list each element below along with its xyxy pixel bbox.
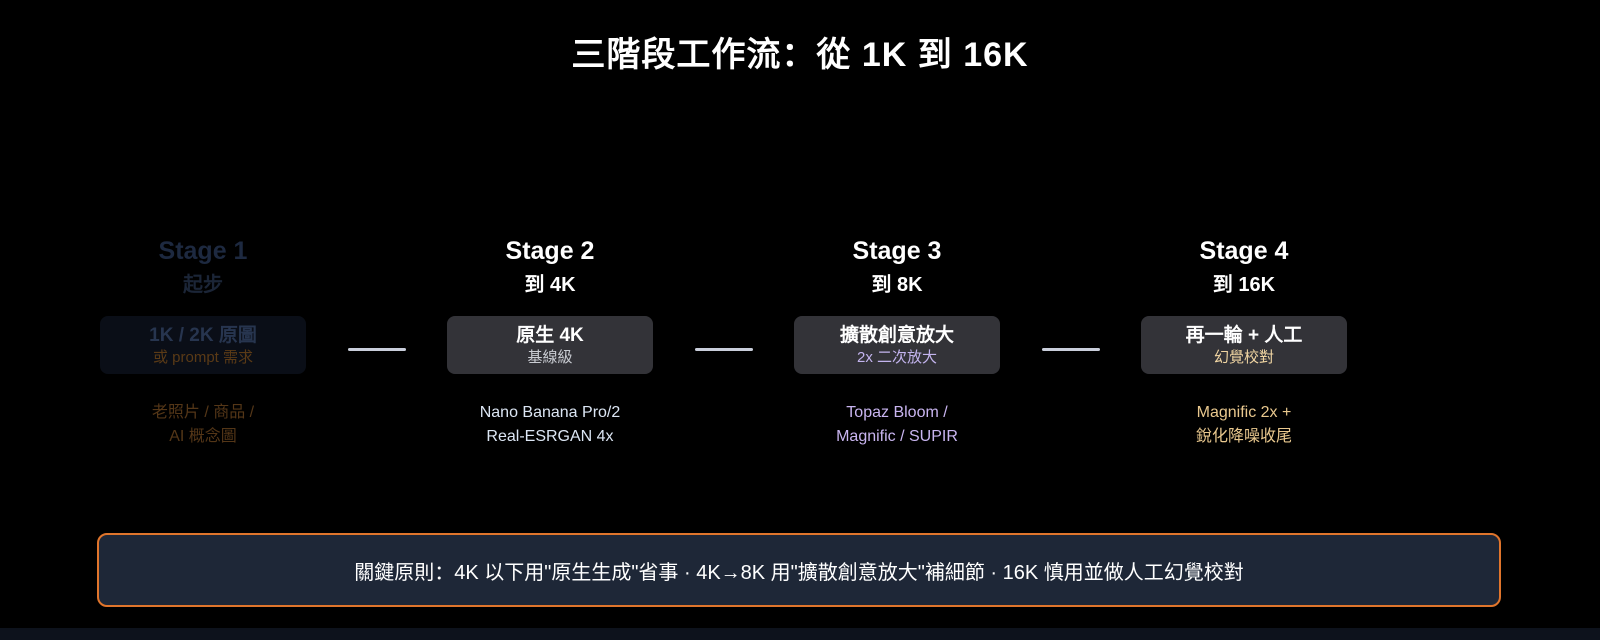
stage-2-tools: Nano Banana Pro/2 Real-ESRGAN 4x	[480, 401, 621, 449]
principle-banner: 關鍵原則：4K 以下用"原生生成"省事 · 4K→8K 用"擴散創意放大"補細節…	[97, 533, 1501, 607]
stage-3-subtitle: 到 8K	[871, 274, 923, 296]
stage-4-tools-line2: 銳化降噪收尾	[1195, 428, 1292, 445]
stage-3-tools-line2: Magnific / SUPIR	[836, 428, 958, 445]
connector-line	[347, 348, 406, 351]
stage-4-subtitle: 到 16K	[1212, 274, 1276, 296]
stage-1-tools-line2: AI 概念圖	[169, 428, 237, 445]
stage-1-box: 1K / 2K 原圖 或 prompt 需求	[100, 316, 306, 374]
bottom-strip	[0, 628, 1600, 640]
connector-line	[1041, 348, 1100, 351]
workflow-row: Stage 1 起步 1K / 2K 原圖 或 prompt 需求 老照片 / …	[100, 236, 1347, 449]
stage-4-tools-line1: Magnific 2x +	[1196, 404, 1292, 421]
stage-2-tools-line1: Nano Banana Pro/2	[479, 404, 621, 421]
stage-2-box: 原生 4K 基線級	[447, 316, 653, 374]
stage-2-column: Stage 2 到 4K 原生 4K 基線級 Nano Banana Pro/2…	[447, 236, 653, 449]
stage-1-tools: 老照片 / 商品 / AI 概念圖	[152, 401, 254, 449]
stage-3-box: 擴散創意放大 2x 二次放大	[794, 316, 1000, 374]
stage-2-box-line1: 原生 4K	[516, 324, 584, 346]
principle-text: 關鍵原則：4K 以下用"原生生成"省事 · 4K→8K 用"擴散創意放大"補細節…	[354, 561, 1244, 584]
stage-4-box-line2: 幻覺校對	[1213, 348, 1274, 366]
stage-2-box-line2: 基線級	[527, 348, 573, 366]
stage-4-column: Stage 4 到 16K 再一輪 + 人工 幻覺校對 Magnific 2x …	[1141, 236, 1347, 449]
stage-1-subtitle: 起步	[183, 274, 223, 296]
stage-1-box-line2: 或 prompt 需求	[152, 348, 254, 366]
connector-1-2	[306, 348, 447, 351]
connector-3-4	[1000, 348, 1141, 351]
stage-4-box: 再一輪 + 人工 幻覺校對	[1141, 316, 1347, 374]
stage-4-tools: Magnific 2x + 銳化降噪收尾	[1196, 401, 1292, 449]
stage-2-subtitle: 到 4K	[524, 274, 576, 296]
page-title: 三階段工作流：從 1K 到 16K	[571, 36, 1029, 74]
stage-4-box-line1: 再一輪 + 人工	[1185, 324, 1303, 346]
stage-1-tools-line1: 老照片 / 商品 /	[151, 404, 255, 421]
stage-3-tools-line1: Topaz Bloom /	[846, 404, 948, 421]
stage-2-tools-line2: Real-ESRGAN 4x	[486, 428, 614, 445]
stage-3-box-line1: 擴散創意放大	[839, 324, 954, 346]
stage-3-box-line2: 2x 二次放大	[856, 348, 937, 366]
stage-3-title: Stage 3	[852, 237, 942, 265]
stage-1-column: Stage 1 起步 1K / 2K 原圖 或 prompt 需求 老照片 / …	[100, 236, 306, 449]
connector-line	[694, 348, 753, 351]
stage-2-title: Stage 2	[505, 237, 595, 265]
stage-3-column: Stage 3 到 8K 擴散創意放大 2x 二次放大 Topaz Bloom …	[794, 236, 1000, 449]
stage-4-title: Stage 4	[1199, 237, 1289, 265]
stage-1-title: Stage 1	[158, 237, 248, 265]
connector-2-3	[653, 348, 794, 351]
stage-3-tools: Topaz Bloom / Magnific / SUPIR	[836, 401, 958, 449]
stage-1-box-line1: 1K / 2K 原圖	[149, 324, 257, 346]
